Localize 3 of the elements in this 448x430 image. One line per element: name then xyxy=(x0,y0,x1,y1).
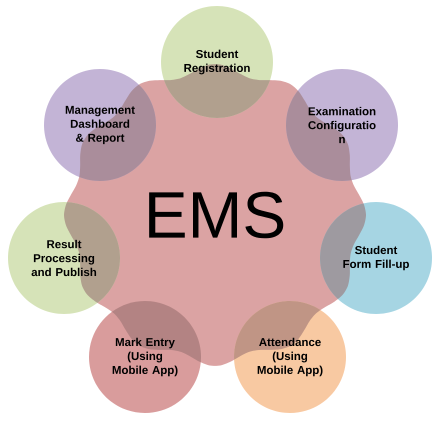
node-label: Mobile App) xyxy=(112,366,178,376)
node-label: Student xyxy=(196,50,238,58)
node-label: Mobile App) xyxy=(258,366,323,376)
